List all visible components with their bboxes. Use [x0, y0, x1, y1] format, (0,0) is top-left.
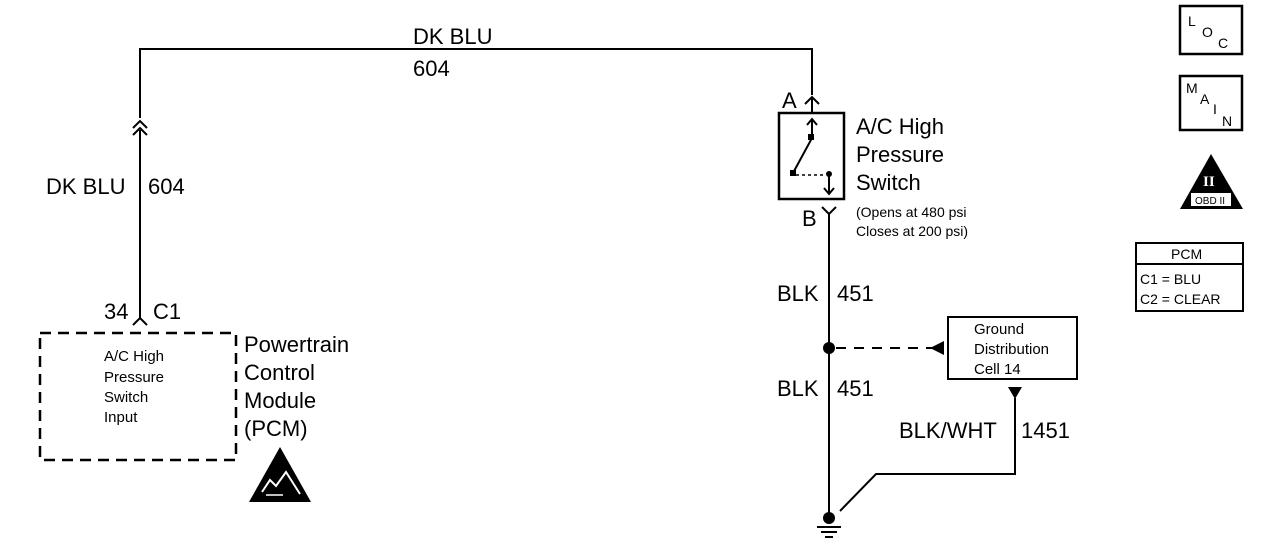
switch-connector-a: [804, 95, 820, 105]
svg-text:C1 = BLU: C1 = BLU: [1140, 271, 1201, 287]
switch-terminal-a: A: [782, 88, 797, 113]
pcm-input-line4: Input: [104, 409, 138, 426]
switch-contact-symbol: [790, 117, 835, 196]
svg-text:I: I: [1213, 101, 1217, 117]
pcm-name-line3: Module: [244, 388, 316, 413]
pcm-box: [38, 331, 238, 462]
wire-blk-wht-1451: [839, 398, 1016, 512]
pcm-connector-id: C1: [153, 299, 181, 324]
blkwht-arrow: [1008, 387, 1022, 399]
svg-text:A: A: [1200, 91, 1210, 107]
blk-lower-color: BLK: [777, 376, 819, 401]
ground-box-line1: Ground: [974, 321, 1024, 338]
pcm-input-line1: A/C High: [104, 348, 164, 365]
blk-upper-circuit: 451: [837, 281, 874, 306]
switch-name-line1: A/C High: [856, 114, 944, 139]
pcm-name-line1: Powertrain: [244, 332, 349, 357]
blkwht-circuit: 1451: [1021, 418, 1070, 443]
switch-note-line1: (Opens at 480 psi: [856, 204, 967, 220]
loc-icon: L O C: [1178, 4, 1244, 56]
ground-box-line3: Cell 14: [974, 361, 1021, 378]
pcm-input-line2: Pressure: [104, 369, 164, 386]
pcm-connector-pin: 34: [104, 299, 128, 324]
svg-text:II: II: [1203, 174, 1215, 190]
switch-box: [777, 111, 846, 201]
splice-point: [823, 342, 835, 354]
blk-lower-circuit: 451: [837, 376, 874, 401]
pcm-connector-legend: PCM C1 = BLU C2 = CLEAR: [1135, 242, 1244, 312]
svg-text:PCM: PCM: [1171, 246, 1202, 262]
obd-ii-icon: II OBD II: [1180, 154, 1243, 209]
pcm-name-line4: (PCM): [244, 416, 308, 441]
switch-connector-b: [821, 206, 837, 216]
svg-text:M: M: [1186, 80, 1198, 96]
pcm-name-line2: Control: [244, 360, 315, 385]
ground-distribution-box: [947, 316, 1078, 380]
blkwht-color: BLK/WHT: [899, 418, 997, 443]
top-wire-circuit: 604: [413, 56, 450, 81]
pcm-input-line3: Switch: [104, 389, 148, 406]
ground-box-line2: Distribution: [974, 341, 1049, 358]
svg-text:L: L: [1188, 13, 1196, 29]
switch-name-line3: Switch: [856, 170, 921, 195]
svg-text:OBD II: OBD II: [1195, 196, 1225, 207]
esd-warning-icon: [249, 447, 311, 502]
top-wire-color: DK BLU: [413, 24, 492, 49]
left-wire-color: DK BLU: [46, 174, 125, 199]
ground-icon: [817, 512, 841, 538]
svg-text:C: C: [1218, 35, 1228, 51]
pcm-connector-chevron: [132, 316, 148, 326]
switch-terminal-b: B: [802, 206, 817, 231]
ground-reference-arrow: [930, 341, 944, 355]
switch-note-line2: Closes at 200 psi): [856, 223, 968, 239]
blk-upper-color: BLK: [777, 281, 819, 306]
inline-connector: [132, 119, 148, 136]
main-icon: M A I N: [1178, 74, 1244, 132]
left-wire-circuit: 604: [148, 174, 185, 199]
svg-text:N: N: [1222, 113, 1232, 129]
svg-text:C2 = CLEAR: C2 = CLEAR: [1140, 291, 1221, 307]
wire-top-dk-blu: [139, 48, 813, 118]
svg-text:O: O: [1202, 24, 1213, 40]
switch-name-line2: Pressure: [856, 142, 944, 167]
